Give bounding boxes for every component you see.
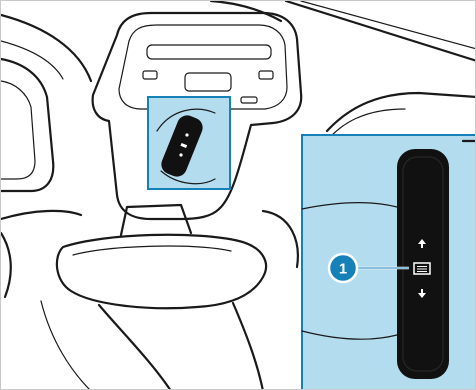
- console-highlight: [148, 97, 230, 189]
- zoom-inset-background: [302, 135, 476, 390]
- zoom-inset: 1: [302, 135, 476, 390]
- callout-1-label: 1: [339, 261, 347, 278]
- control-strip: [397, 149, 449, 379]
- callout-1: 1: [329, 254, 357, 282]
